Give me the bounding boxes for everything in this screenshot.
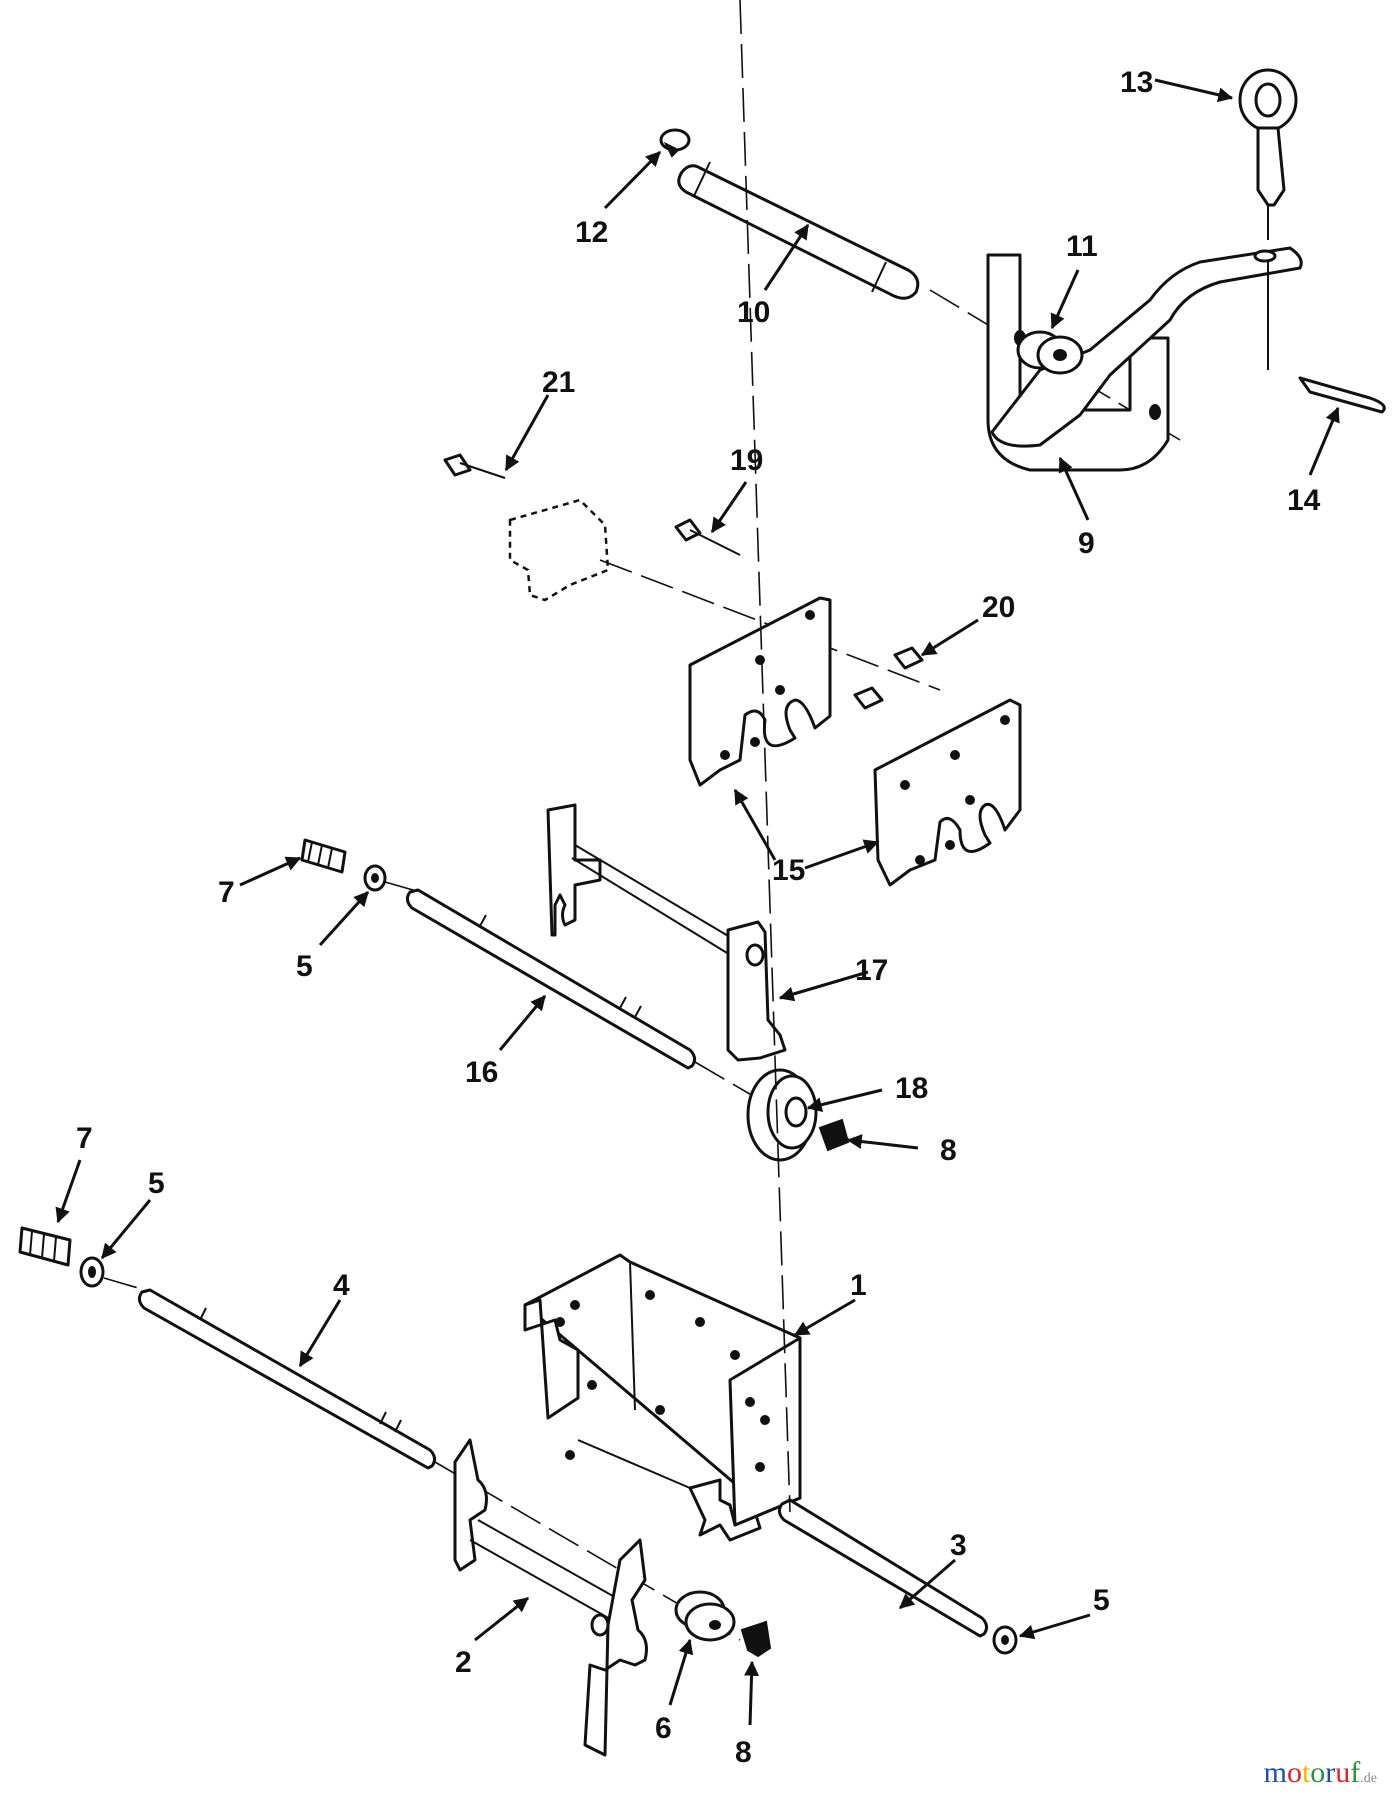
callout-8-a: 8 xyxy=(940,1134,957,1167)
hitch-pin-13 xyxy=(1238,68,1298,240)
callout-11: 11 xyxy=(1066,230,1098,263)
callout-8-b: 8 xyxy=(735,1736,752,1769)
bracket-1 xyxy=(523,1253,802,1542)
callout-18: 18 xyxy=(895,1072,928,1105)
callout-2: 2 xyxy=(455,1646,472,1679)
callout-13: 13 xyxy=(1120,66,1153,99)
callout-15: 15 xyxy=(772,854,805,887)
washer-5-upper xyxy=(363,864,387,892)
callout-7-b: 7 xyxy=(76,1122,93,1155)
callout-3: 3 xyxy=(950,1529,967,1562)
yoke-2 xyxy=(453,1438,648,1757)
callout-1: 1 xyxy=(850,1269,867,1302)
callout-7-a: 7 xyxy=(218,876,235,909)
bolt-19 xyxy=(674,518,741,556)
washer-5-lower-right xyxy=(992,1625,1018,1655)
watermark-logo: motoruf.de xyxy=(1263,1756,1377,1789)
callout-20: 20 xyxy=(982,591,1015,624)
plate-15-back xyxy=(873,698,1022,887)
callout-labels: 1 2 3 4 5 5 5 5 6 7 7 8 8 9 10 11 12 13 … xyxy=(76,66,1321,1769)
spring-7-upper xyxy=(300,838,347,874)
cap-8-upper xyxy=(818,1118,850,1152)
callout-14: 14 xyxy=(1287,484,1321,517)
leader-lines xyxy=(55,78,1340,1726)
callout-5-b: 5 xyxy=(296,950,313,983)
yoke-17 xyxy=(546,803,787,1062)
callout-6: 6 xyxy=(655,1712,672,1745)
callout-10: 10 xyxy=(737,296,770,329)
callout-21: 21 xyxy=(542,366,575,399)
callout-5-c: 5 xyxy=(1093,1584,1110,1617)
nut-20 xyxy=(853,646,924,710)
shaft-16 xyxy=(384,881,761,1101)
shaft-3 xyxy=(739,0,989,1638)
washer-5-lower-left xyxy=(79,1256,105,1288)
callout-12: 12 xyxy=(575,216,608,249)
spacer-11 xyxy=(1016,330,1084,375)
bushing-6 xyxy=(674,1590,736,1642)
callout-9: 9 xyxy=(1078,527,1095,560)
hitch-bracket-9 xyxy=(986,246,1303,472)
spring-7-lower xyxy=(18,1226,72,1267)
clip-12 xyxy=(659,128,691,158)
pulley-18 xyxy=(746,1068,818,1162)
cap-8-lower xyxy=(740,1620,772,1658)
callout-5-a: 5 xyxy=(148,1167,165,1200)
callout-16: 16 xyxy=(465,1056,498,1089)
bracket-phantom-21 xyxy=(443,453,941,691)
callout-17: 17 xyxy=(855,954,888,987)
callout-4: 4 xyxy=(333,1269,350,1302)
hairpin-14 xyxy=(1267,260,1386,414)
callout-19: 19 xyxy=(730,444,763,477)
